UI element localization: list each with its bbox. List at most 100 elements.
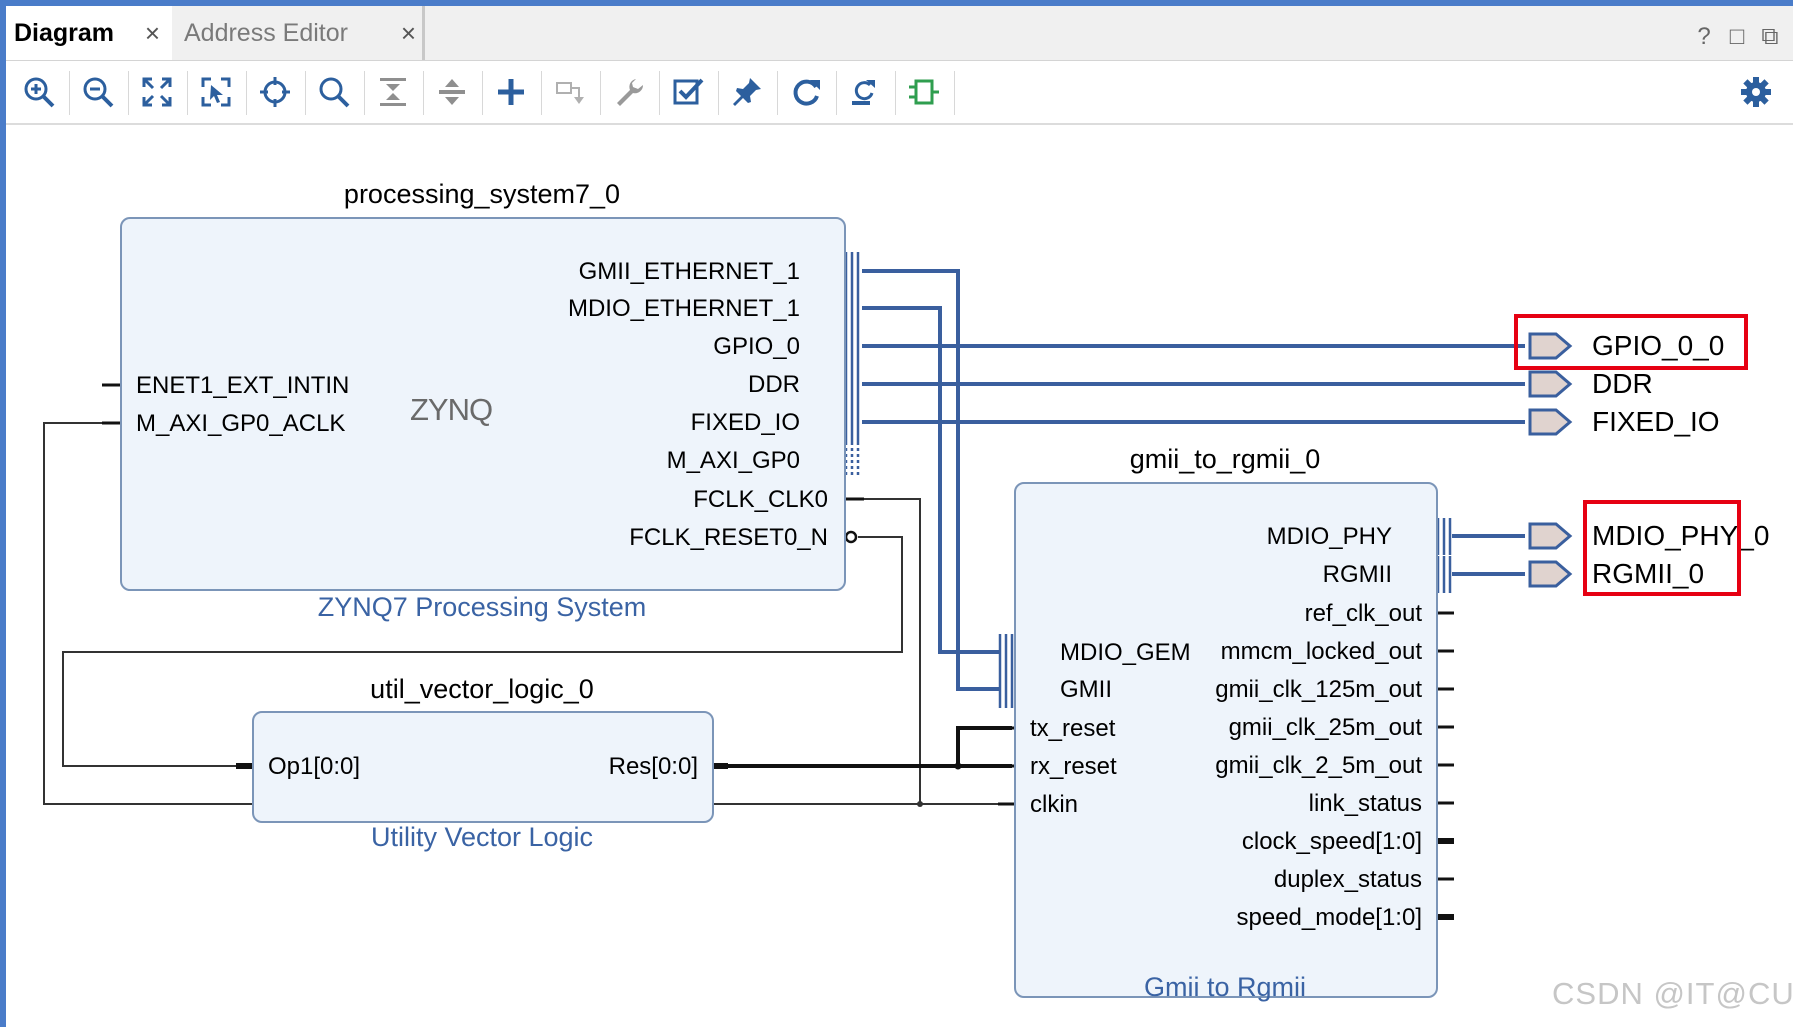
wrench-icon[interactable] — [608, 71, 650, 113]
ip-port-icon[interactable] — [903, 71, 945, 113]
pin-gmii-clk-2-5m-out[interactable]: gmii_clk_2_5m_out — [1215, 752, 1422, 779]
tab-address-editor[interactable]: Address Editor × — [176, 6, 428, 60]
settings-icon[interactable] — [1735, 71, 1777, 113]
highlight-box-gpio — [1514, 314, 1748, 370]
toolbar-separator — [364, 71, 365, 115]
wire-mdio-ethernet[interactable] — [862, 306, 1000, 654]
zoom-selection-icon[interactable] — [195, 71, 237, 113]
port-ddr[interactable]: DDR — [1592, 368, 1653, 399]
highlight-box-mdio-rgmii — [1583, 500, 1741, 596]
toolbar-separator — [305, 71, 306, 115]
pin-ref-clk-out[interactable]: ref_clk_out — [1304, 600, 1422, 627]
pin-clkin[interactable]: clkin — [1030, 791, 1079, 818]
diagram-canvas[interactable]: processing_system7_0 ENET1_EXT_INTIN M_A… — [0, 124, 1793, 1027]
pin-clock-speed[interactable]: clock_speed[1:0] — [1241, 828, 1422, 855]
toolbar-separator — [69, 71, 70, 115]
pin-duplex-status[interactable]: duplex_status — [1273, 866, 1422, 893]
collapse-icon[interactable] — [372, 71, 414, 113]
tab-diagram[interactable]: Diagram × — [6, 6, 172, 60]
pin-fclk-clk0[interactable]: FCLK_CLK0 — [693, 486, 828, 513]
pin-tx-reset[interactable]: tx_reset — [1030, 715, 1116, 742]
pin-link-status[interactable]: link_status — [1308, 790, 1422, 817]
pin-speed-mode[interactable]: speed_mode[1:0] — [1236, 904, 1422, 931]
toolbar-separator — [423, 71, 424, 115]
zoom-in-icon[interactable] — [18, 71, 60, 113]
toolbar-separator — [836, 71, 837, 115]
wire-tx-reset[interactable] — [956, 726, 1012, 766]
watermark: CSDN @IT@CUI — [1552, 976, 1793, 1011]
toolbar-separator — [246, 71, 247, 115]
port-fixed-io[interactable]: FIXED_IO — [1592, 406, 1720, 437]
route-icon[interactable] — [549, 71, 591, 113]
close-icon[interactable]: × — [144, 18, 160, 48]
wire-gmii-ethernet[interactable] — [862, 269, 1000, 691]
uvl-subtitle: Utility Vector Logic — [370, 822, 594, 852]
ps7-subtitle: ZYNQ7 Processing System — [317, 592, 647, 622]
pin-rgmii[interactable]: RGMII — [1322, 561, 1392, 588]
tab-diagram-label: Diagram — [14, 18, 115, 47]
pin-m-axi-gp0[interactable]: M_AXI_GP0 — [666, 447, 800, 474]
toolbar-separator — [600, 71, 601, 115]
help-icon[interactable]: ? — [1697, 23, 1711, 50]
pin-enet1-ext-intin[interactable]: ENET1_EXT_INTIN — [136, 372, 350, 399]
detach-icon[interactable]: ⧉ — [1761, 23, 1779, 50]
tab-address-editor-label: Address Editor — [184, 18, 348, 47]
pin-m-axi-gp0-aclk[interactable]: M_AXI_GP0_ACLK — [136, 410, 346, 437]
gmii-block[interactable]: MDIO_GEM GMII tx_reset rx_reset clkin MD… — [1014, 482, 1438, 998]
gmii-subtitle: Gmii to Rgmii — [1143, 972, 1307, 1002]
toolbar-separator — [777, 71, 778, 115]
port-arrow-gpio[interactable] — [1528, 332, 1573, 360]
toolbar-separator — [895, 71, 896, 115]
wire-fclk-reset[interactable] — [62, 536, 903, 767]
crosshair-icon[interactable] — [254, 71, 296, 113]
port-arrow-mdio-phy[interactable] — [1528, 522, 1573, 550]
port-arrow-rgmii[interactable] — [1528, 560, 1573, 588]
tab-bar: Diagram × Address Editor × ? □ ⧉ — [6, 6, 1793, 61]
refresh-icon[interactable] — [785, 71, 827, 113]
diagram-toolbar — [6, 61, 1793, 125]
pin-icon[interactable] — [726, 71, 768, 113]
pin-fclk-reset0-n[interactable]: FCLK_RESET0_N — [629, 524, 828, 551]
port-gpio-0-0[interactable]: GPIO_0_0 — [1592, 330, 1725, 361]
pin-gmii-clk-125m-out[interactable]: gmii_clk_125m_out — [1215, 676, 1422, 703]
ps7-instance-name: processing_system7_0 — [343, 179, 621, 209]
tab-divider — [422, 6, 425, 60]
restore-icon[interactable]: □ — [1729, 23, 1745, 50]
zynq-logo: ZYNQ — [410, 392, 493, 427]
uvl-block[interactable]: Op1[0:0] Res[0:0] — [252, 711, 714, 823]
pin-mdio-phy[interactable]: MDIO_PHY — [1266, 523, 1392, 550]
pin-gmii-clk-25m-out[interactable]: gmii_clk_25m_out — [1228, 714, 1422, 741]
close-icon[interactable]: × — [400, 18, 416, 48]
fit-full-icon[interactable] — [136, 71, 178, 113]
pin-mdio-ethernet-1[interactable]: MDIO_ETHERNET_1 — [567, 295, 800, 322]
pin-mmcm-locked-out[interactable]: mmcm_locked_out — [1220, 638, 1422, 665]
expand-icon[interactable] — [431, 71, 473, 113]
pin-fixed-io[interactable]: FIXED_IO — [690, 409, 800, 436]
port-rgmii-0[interactable]: RGMII_0 — [1592, 558, 1705, 589]
pin-op1[interactable]: Op1[0:0] — [268, 753, 361, 780]
validate-icon[interactable] — [667, 71, 709, 113]
toolbar-separator — [128, 71, 129, 115]
search-icon[interactable] — [313, 71, 355, 113]
gmii-instance-name: gmii_to_rgmii_0 — [1129, 444, 1321, 474]
window-left-accent — [0, 0, 6, 1027]
toolbar-separator — [954, 71, 955, 115]
pin-ddr[interactable]: DDR — [748, 371, 800, 398]
zoom-out-icon[interactable] — [77, 71, 119, 113]
window-top-accent — [0, 0, 1793, 6]
pin-rx-reset[interactable]: rx_reset — [1030, 753, 1117, 780]
pin-mdio-gem[interactable]: MDIO_GEM — [1060, 639, 1191, 666]
pin-res[interactable]: Res[0:0] — [608, 753, 698, 780]
toolbar-separator — [541, 71, 542, 115]
pin-gmii[interactable]: GMII — [1060, 676, 1112, 703]
port-arrow-ddr[interactable] — [1528, 370, 1573, 398]
port-arrow-fixed-io[interactable] — [1528, 408, 1573, 436]
regenerate-icon[interactable] — [844, 71, 886, 113]
pin-gpio-0[interactable]: GPIO_0 — [713, 333, 800, 360]
ps7-block[interactable]: ENET1_EXT_INTIN M_AXI_GP0_ACLK ZYNQ GMII… — [120, 217, 846, 591]
add-ip-icon[interactable] — [490, 71, 532, 113]
toolbar-separator — [187, 71, 188, 115]
toolbar-separator — [659, 71, 660, 115]
uvl-instance-name: util_vector_logic_0 — [370, 674, 594, 704]
pin-gmii-ethernet-1[interactable]: GMII_ETHERNET_1 — [578, 258, 800, 285]
